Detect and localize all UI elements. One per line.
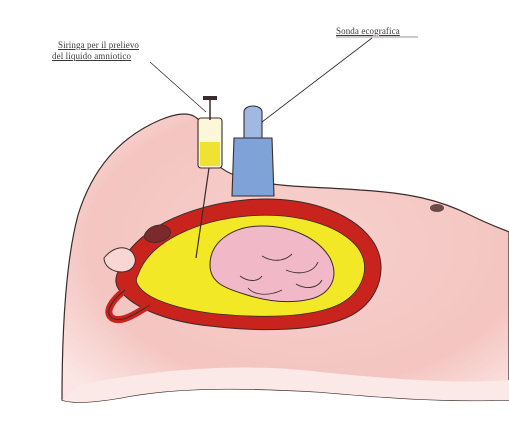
syringe-fluid — [200, 142, 220, 166]
probe-handle — [244, 106, 262, 138]
syringe-label-line1: Siringa per il prelievo — [58, 40, 139, 50]
probe-label: Sonda ecografica — [336, 26, 400, 36]
probe-leader-line — [262, 38, 372, 122]
syringe-label-line2: del liquido amniotico — [52, 51, 131, 61]
syringe-leader-line — [150, 62, 206, 112]
navel — [430, 204, 444, 212]
ultrasound-probe — [232, 106, 274, 196]
probe-head — [232, 138, 274, 196]
